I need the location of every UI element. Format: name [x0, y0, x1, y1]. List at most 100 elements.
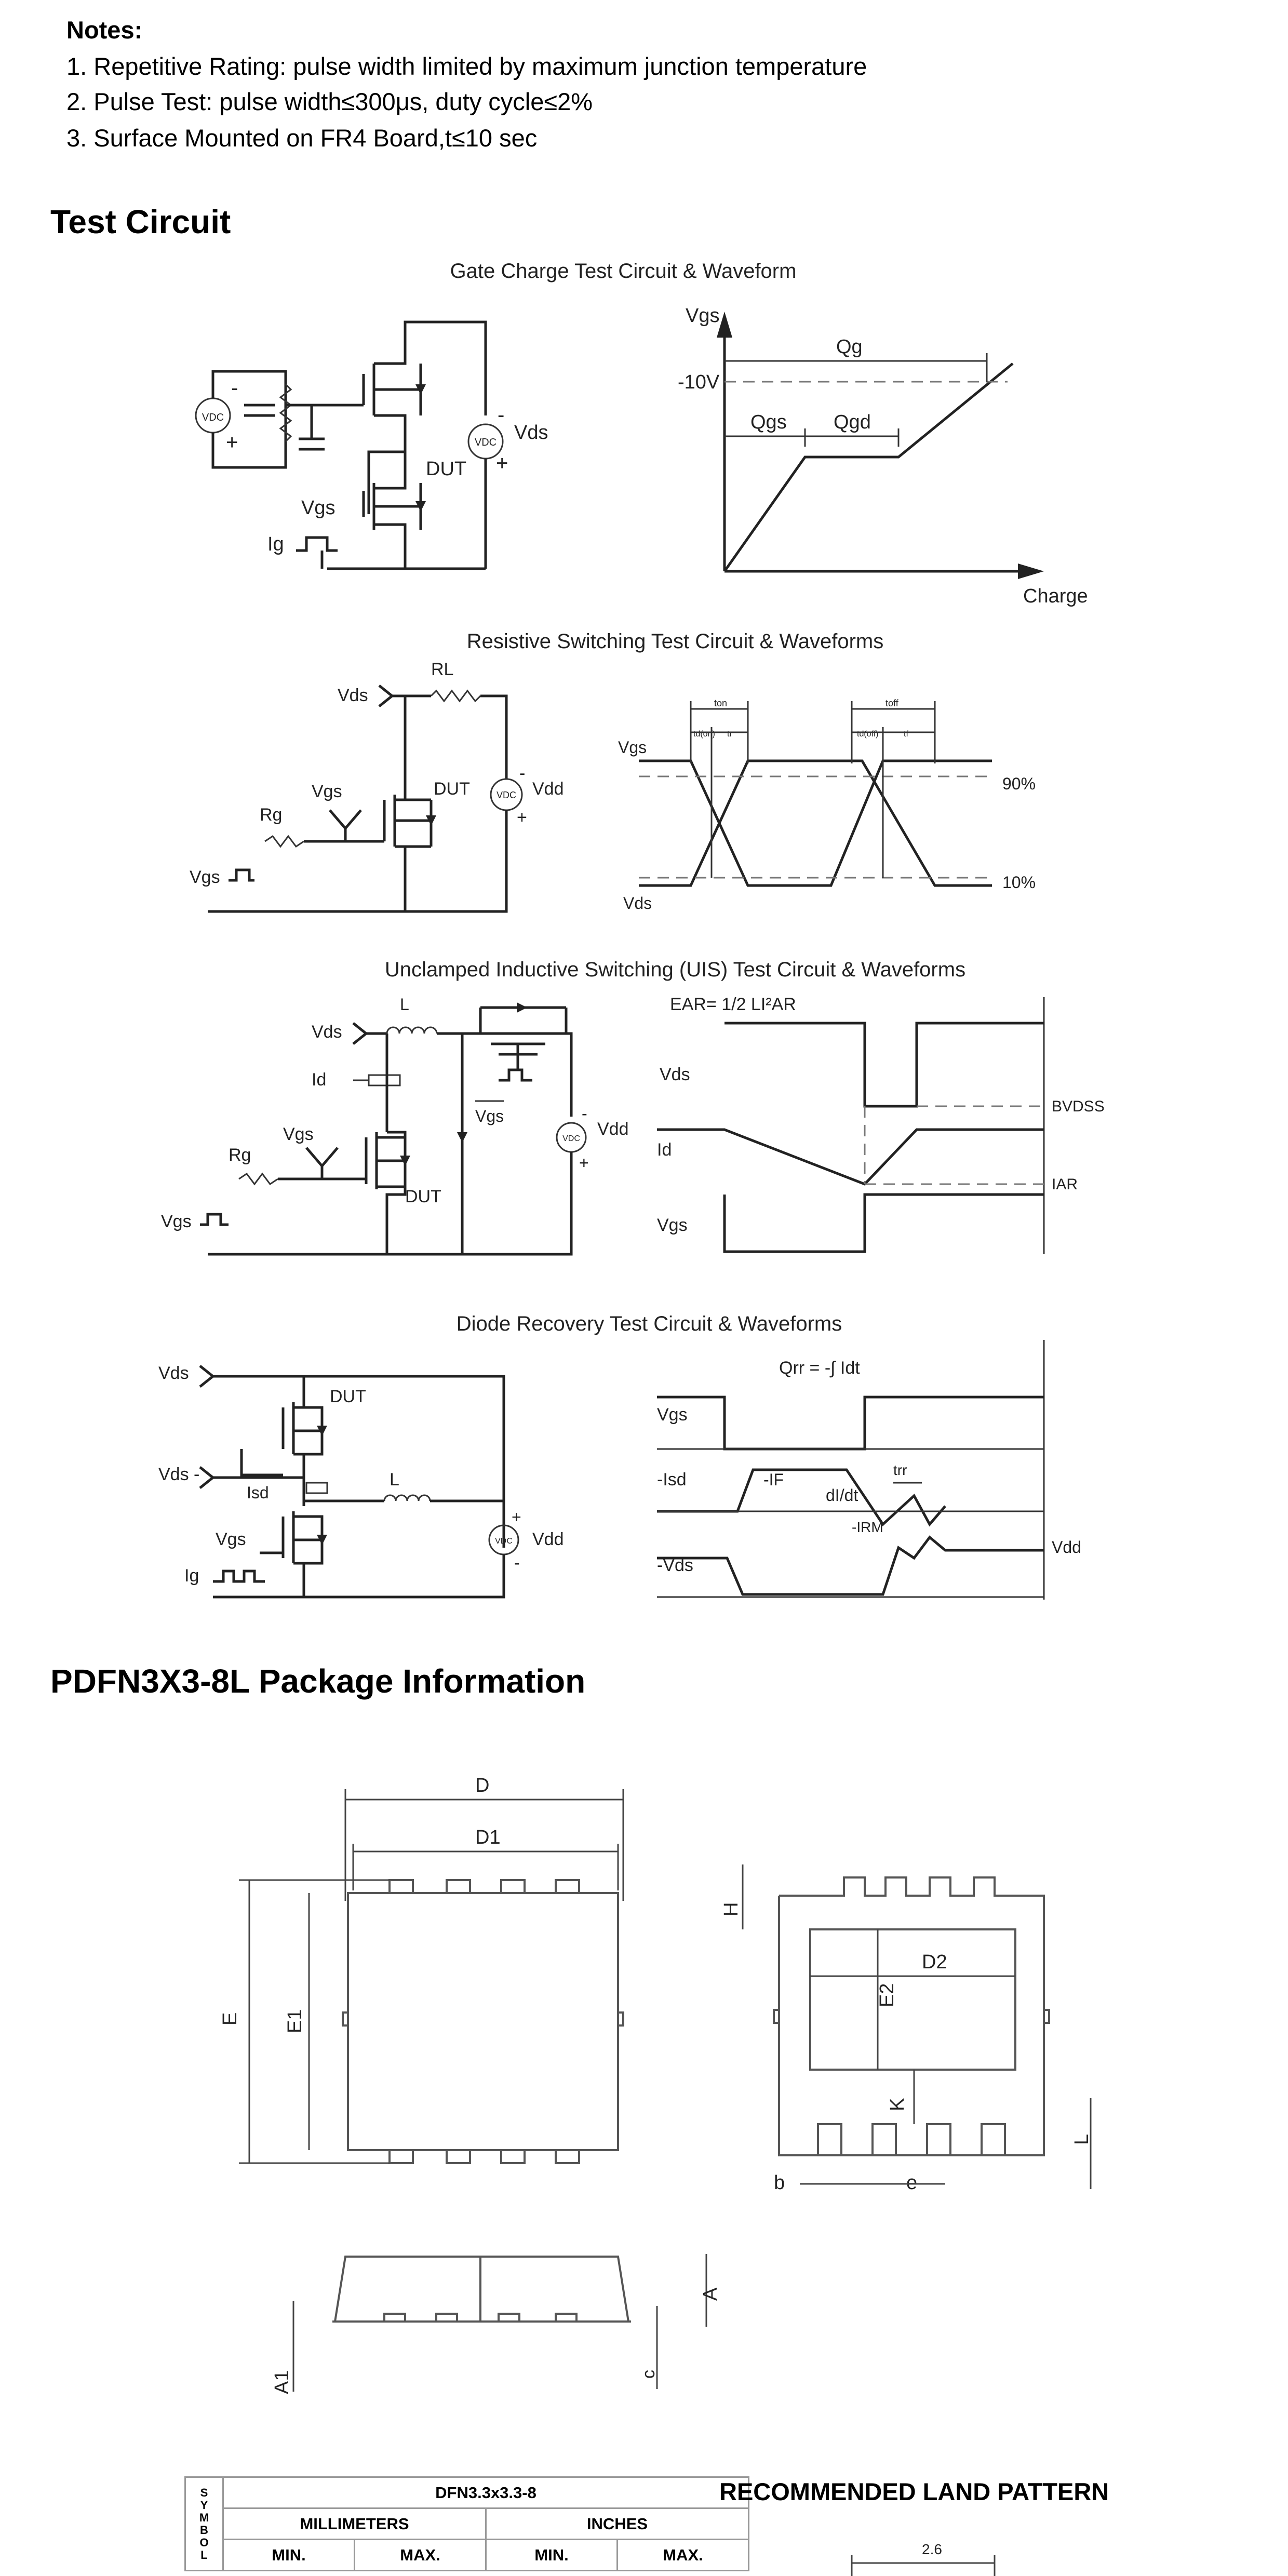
svg-text:E: E: [219, 2013, 241, 2025]
svg-text:Vgs: Vgs: [190, 867, 220, 887]
in-max: MAX.: [616, 2539, 749, 2571]
svg-text:Vds: Vds: [660, 1065, 690, 1084]
svg-text:2.6: 2.6: [922, 2541, 942, 2557]
svg-text:-: -: [498, 404, 504, 426]
svg-text:Vds -: Vds -: [158, 1465, 199, 1484]
uis-waveform: EAR= 1/2 LI²AR Vds BVDSS Id IAR Vgs: [657, 995, 1105, 1254]
notes-title: Notes:: [66, 16, 143, 44]
symbol-header: SYMBOL: [184, 2476, 224, 2571]
test-circuit-heading: Test Circuit: [50, 203, 231, 240]
svg-text:toff: toff: [886, 698, 899, 708]
svg-text:dI/dt: dI/dt: [826, 1486, 858, 1505]
plus-sign: +: [226, 431, 238, 454]
svg-text:Vds: Vds: [623, 894, 652, 913]
svg-text:Vgs: Vgs: [312, 782, 342, 801]
resistive-circuit: RL Vds VDC -+ Vdd DUT Vgs Rg Vgs: [190, 660, 564, 913]
svg-text:Vgs: Vgs: [657, 1215, 688, 1235]
mm-min: MIN.: [222, 2539, 355, 2571]
svg-text:VDC: VDC: [495, 1537, 513, 1546]
svg-text:Rg: Rg: [229, 1145, 251, 1165]
minus-sign: -: [231, 377, 238, 399]
dimension-table: SYMBOL DFN3.3x3.3-8 MILLIMETERS INCHES M…: [184, 2476, 749, 2571]
diode-caption: Diode Recovery Test Circuit & Waveforms: [456, 1312, 842, 1335]
gate-charge-circuit: VDC - + VDC - + Vds DUT Vgs Ig: [195, 320, 548, 570]
note-3: 3. Surface Mounted on FR4 Board,t≤10 sec: [66, 124, 538, 152]
svg-text:K: K: [887, 2098, 908, 2111]
svg-text:ton: ton: [714, 698, 727, 708]
svg-text:Vds: Vds: [312, 1022, 342, 1042]
svg-text:+: +: [496, 452, 508, 475]
svg-text:A1: A1: [271, 2370, 293, 2394]
gate-charge-caption: Gate Charge Test Circuit & Waveform: [450, 260, 797, 283]
land-pattern-title: RECOMMENDED LAND PATTERN: [719, 2478, 1109, 2505]
gate-charge-waveform: Vgs -10V Qg Qgs Qgd Charge: [678, 305, 1088, 607]
vgs-label: Vgs: [301, 497, 335, 519]
uis-circuit: L Vds Vgs VDC -+ Vdd Id DUT: [161, 995, 629, 1256]
svg-text:tr: tr: [727, 730, 732, 739]
package-top-view: D D1 E E1: [219, 1775, 624, 2164]
svg-text:Qrr = -∫ Idt: Qrr = -∫ Idt: [779, 1358, 860, 1378]
svg-text:+: +: [512, 1508, 521, 1526]
dut-label: DUT: [426, 458, 466, 480]
svg-text:Id: Id: [312, 1070, 326, 1090]
svg-text:+: +: [579, 1153, 589, 1172]
svg-text:RL: RL: [431, 660, 453, 679]
svg-text:DUT: DUT: [405, 1187, 441, 1206]
svg-text:-: -: [514, 1553, 520, 1572]
svg-text:-: -: [582, 1104, 587, 1123]
package-heading: PDFN3X3-8L Package Information: [50, 1662, 586, 1700]
qgd-label: Qgd: [834, 411, 871, 433]
diode-waveform: Qrr = -∫ Idt Vgs -Isd -IF dI/dt trr -IRM…: [657, 1340, 1081, 1600]
svg-text:Isd: Isd: [247, 1483, 269, 1502]
package-bottom-view: D2 E2 K H L b e: [720, 1864, 1093, 2194]
wave-vgs: Vgs: [686, 305, 719, 327]
svg-text:td(on): td(on): [693, 730, 715, 739]
svg-text:DUT: DUT: [434, 779, 470, 799]
diode-circuit: Vds DUT Vds - Isd L Vgs Ig VDC +- Vdd: [158, 1363, 564, 1599]
svg-text:H: H: [720, 1902, 742, 1916]
mm-header: MILLIMETERS: [222, 2507, 487, 2540]
svg-text:c: c: [639, 2370, 659, 2379]
qgs-label: Qgs: [750, 411, 787, 433]
svg-text:Vgs: Vgs: [618, 738, 647, 757]
in-min: MIN.: [485, 2539, 618, 2571]
inches-header: INCHES: [485, 2507, 749, 2540]
svg-text:A: A: [700, 2287, 721, 2301]
svg-text:Vds: Vds: [338, 686, 368, 705]
resistive-waveform: Vgs 90% 10% Vds ton td(on) tr toff td(of…: [618, 698, 1036, 913]
svg-text:Vgs: Vgs: [657, 1405, 688, 1425]
svg-text:BVDSS: BVDSS: [1052, 1098, 1105, 1115]
svg-text:Vgs: Vgs: [216, 1530, 246, 1549]
svg-text:td(off): td(off): [857, 730, 879, 739]
uis-caption: Unclamped Inductive Switching (UIS) Test…: [384, 958, 966, 981]
svg-text:Vdd: Vdd: [532, 1530, 564, 1549]
svg-text:Ig: Ig: [184, 1566, 199, 1586]
vds-label: Vds: [514, 422, 548, 444]
note-1: 1. Repetitive Rating: pulse width limite…: [66, 52, 867, 80]
ig-label: Ig: [267, 533, 284, 555]
svg-text:VDC: VDC: [475, 437, 497, 448]
svg-text:DUT: DUT: [330, 1387, 366, 1406]
svg-text:IAR: IAR: [1052, 1176, 1078, 1193]
svg-text:Vgs: Vgs: [283, 1124, 314, 1144]
svg-text:+: +: [517, 808, 527, 827]
table-title: DFN3.3x3.3-8: [222, 2476, 749, 2509]
svg-text:trr: trr: [893, 1462, 907, 1478]
note-2: 2. Pulse Test: pulse width≤300μs, duty c…: [66, 88, 593, 115]
svg-text:Rg: Rg: [260, 805, 282, 825]
svg-text:-: -: [519, 763, 525, 783]
resistive-caption: Resistive Switching Test Circuit & Wavef…: [466, 630, 884, 653]
land-pattern: 2.6: [851, 2541, 996, 2576]
svg-text:-IRM: -IRM: [852, 1519, 883, 1535]
svg-text:Vgs: Vgs: [475, 1107, 504, 1125]
svg-text:E2: E2: [876, 1983, 898, 2007]
charge-label: Charge: [1023, 585, 1088, 607]
svg-text:e: e: [906, 2172, 917, 2194]
svg-text:-Isd: -Isd: [657, 1470, 687, 1490]
vdc-label: VDC: [202, 412, 224, 423]
svg-text:Vdd: Vdd: [1052, 1538, 1081, 1557]
svg-text:L: L: [1071, 2134, 1093, 2145]
qg-label: Qg: [836, 336, 863, 358]
minus-10v: -10V: [678, 371, 720, 393]
